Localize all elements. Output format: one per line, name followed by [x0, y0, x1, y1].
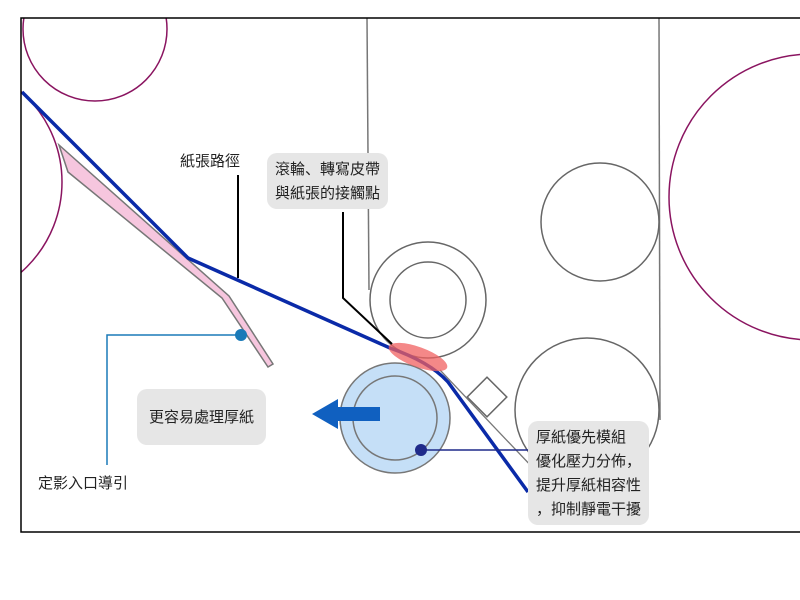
module-marker — [415, 444, 427, 456]
module-bubble: 厚紙優先模組 優化壓力分佈， 提升厚紙相容性 ，抑制靜電干擾 — [528, 421, 650, 525]
right-roller — [668, 53, 800, 341]
contact-point-bubble: 滾輪、轉寫皮帶 與紙張的接觸點 — [267, 153, 389, 209]
transfer-roller-inner — [389, 261, 467, 339]
paper-path-line — [21, 90, 530, 494]
module-line4: ，抑制靜電干擾 — [536, 500, 642, 518]
top-left-roller — [22, 18, 168, 102]
diamond-part — [466, 376, 508, 418]
fuser-guide-label: 定影入口導引 — [38, 474, 129, 492]
contact-point-line2: 與紙張的接觸點 — [275, 184, 381, 202]
contact-highlight — [388, 342, 448, 372]
frame — [20, 17, 800, 533]
paper-path-label: 紙張路徑 — [180, 152, 241, 170]
fuser-entry-guide — [57, 142, 275, 369]
guide-marker — [235, 329, 247, 341]
module-line3: 提升厚紙相容性 — [536, 476, 642, 494]
contact-point-line1: 滾輪、轉寫皮帶 — [275, 160, 381, 178]
guide-leader — [106, 334, 240, 465]
left-roller — [21, 90, 63, 274]
upper-roller — [540, 162, 660, 282]
contact-leader — [342, 212, 393, 345]
module-line2: 優化壓力分佈， — [536, 452, 642, 470]
module-line1: 厚紙優先模組 — [536, 428, 627, 446]
left-arrow-icon — [312, 399, 380, 429]
thick-paper-bubble: 更容易處理厚紙 — [137, 389, 267, 445]
belt-line — [439, 369, 536, 471]
